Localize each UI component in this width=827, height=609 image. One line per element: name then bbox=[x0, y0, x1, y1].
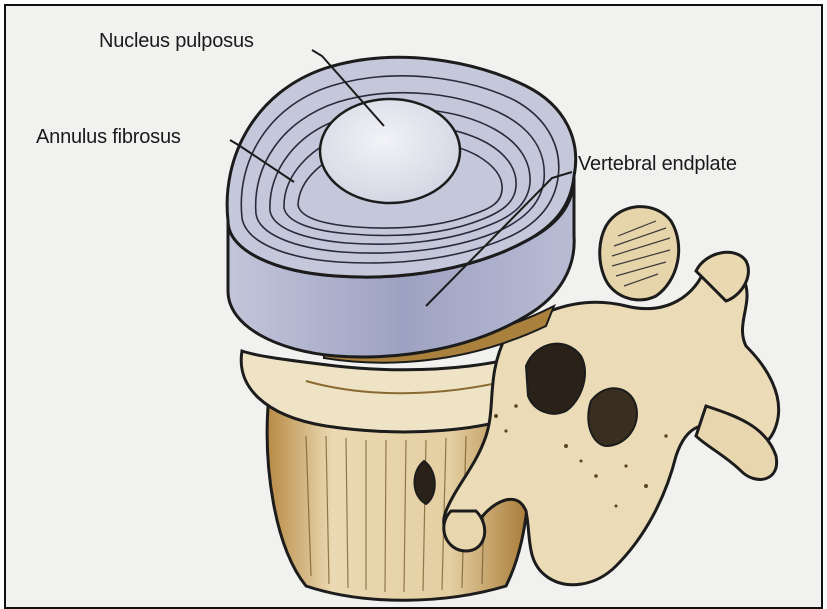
annulus-fibrosus-label: Annulus fibrosus bbox=[36, 126, 181, 149]
vertebral-endplate-label: Vertebral endplate bbox=[578, 153, 737, 176]
diagram-frame: Nucleus pulposus Annulus fibrosus Verteb… bbox=[4, 4, 823, 609]
nucleus-pulposus-label: Nucleus pulposus bbox=[99, 30, 254, 53]
spine-illustration bbox=[6, 6, 821, 607]
nucleus-pulposus bbox=[320, 99, 460, 203]
